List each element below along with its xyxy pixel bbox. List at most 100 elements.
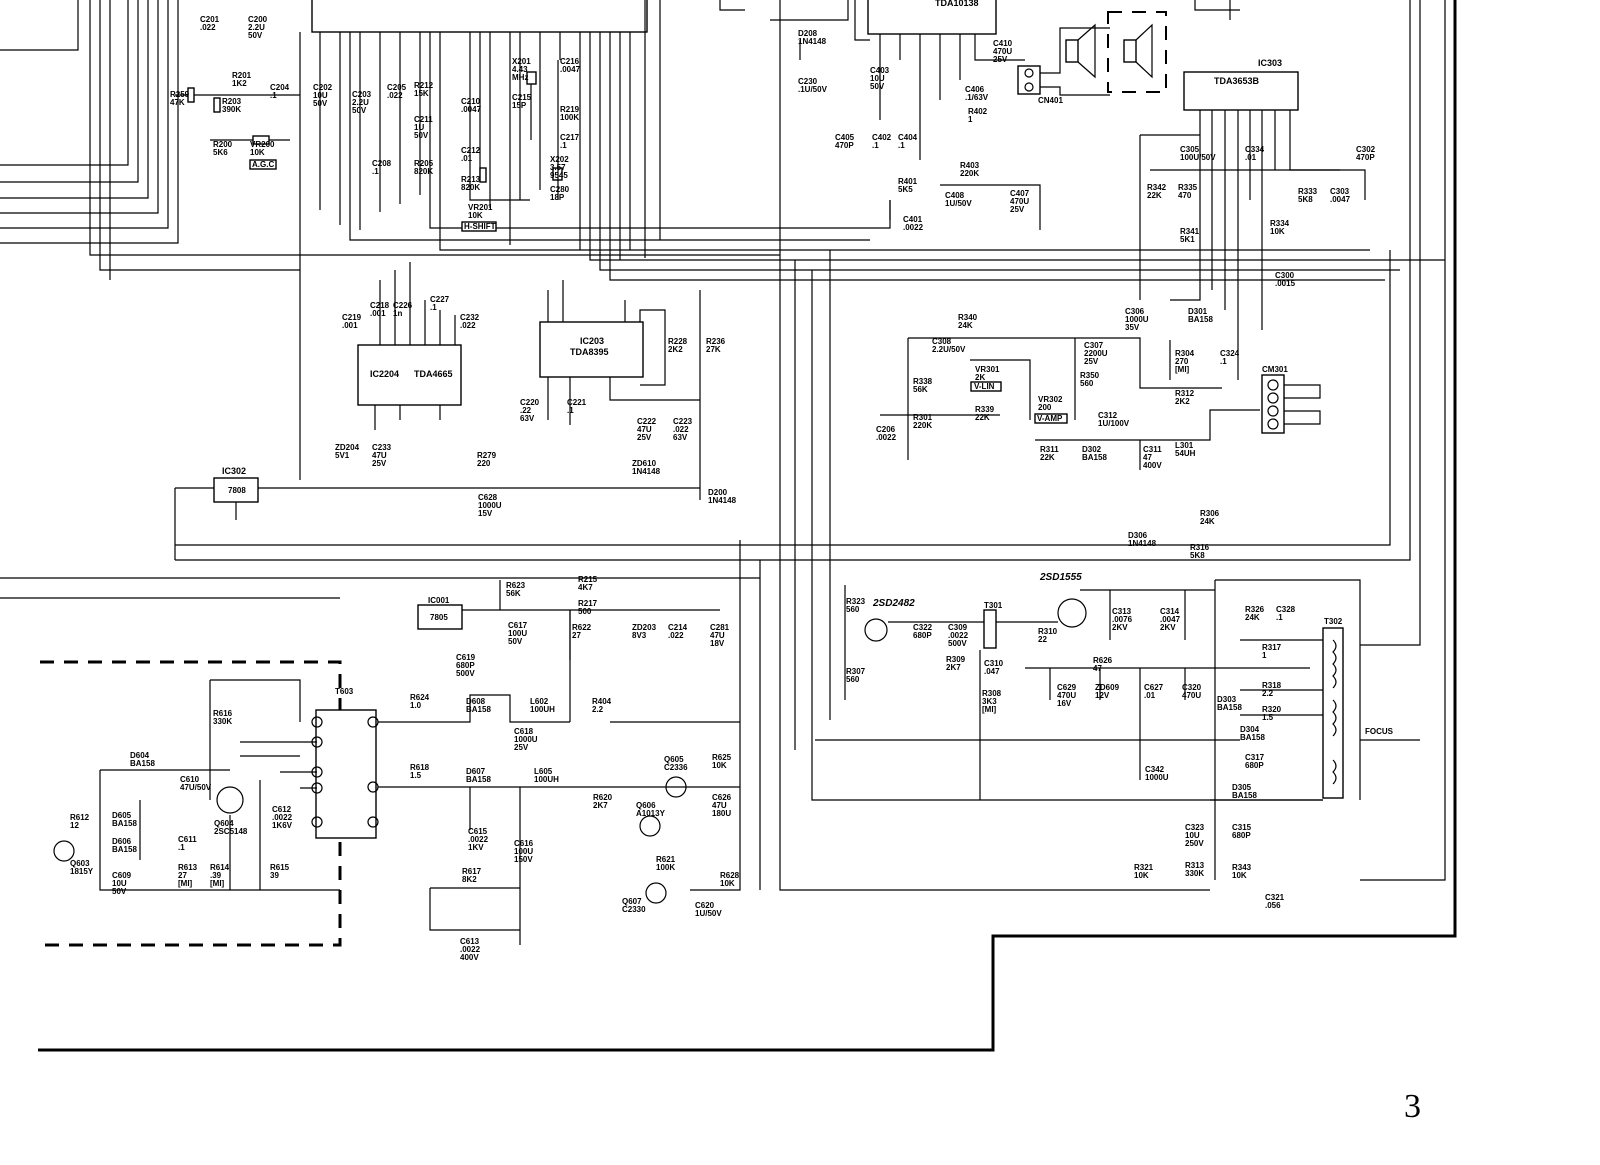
component-c227: C227.1 xyxy=(430,295,450,312)
agc-section: A.G.C xyxy=(175,87,300,170)
component-c204: C204.1 xyxy=(270,83,290,100)
ic-302-part: 7808 xyxy=(228,486,246,495)
transistor-q607 xyxy=(645,882,667,904)
component-c321: C321.056 xyxy=(1265,893,1285,910)
focus-label: FOCUS xyxy=(1365,727,1394,736)
component-c310: C310.047 xyxy=(984,659,1004,676)
q302-handwritten: 2SD1555 xyxy=(1039,572,1082,583)
ic-tda10138-label: TDA10138 xyxy=(935,0,979,8)
component-c205: C205.022 xyxy=(387,83,407,100)
transformer-t301 xyxy=(983,609,997,649)
vlin-label: V-LIN xyxy=(974,382,995,391)
component-c300: C300.0015 xyxy=(1275,271,1296,288)
ic-2204: IC2204 TDA4665 xyxy=(357,262,462,430)
ic-tda10138: TDA10138 xyxy=(854,0,1041,230)
component-c303: C303.0047 xyxy=(1330,187,1351,204)
ic-302-ref: IC302 xyxy=(222,466,246,476)
speaker-2-box xyxy=(1107,11,1167,93)
ic-203-ref: IC203 xyxy=(580,336,604,346)
agc-label-box xyxy=(249,159,277,170)
ic-001-part: 7805 xyxy=(430,613,448,622)
component-c611: C611.1 xyxy=(178,835,197,852)
transformer-t603 xyxy=(315,709,377,839)
ic-203: IC203 TDA8395 xyxy=(539,280,701,500)
horizontal-output: T301 xyxy=(815,250,1310,800)
ic-303: IC303 TDA3653B xyxy=(1139,58,1366,380)
transistor-q606 xyxy=(639,815,661,837)
component-c406: C406.1/63V xyxy=(965,85,989,102)
component-c230: C230.1U/50V xyxy=(798,77,828,94)
q301-handwritten: 2SD2482 xyxy=(872,598,915,609)
component-c214: C214.022 xyxy=(668,623,688,640)
t603-label: T603 xyxy=(335,687,354,696)
component-c216: C216.0047 xyxy=(560,57,581,74)
ic-2204-part: TDA4665 xyxy=(414,369,453,379)
